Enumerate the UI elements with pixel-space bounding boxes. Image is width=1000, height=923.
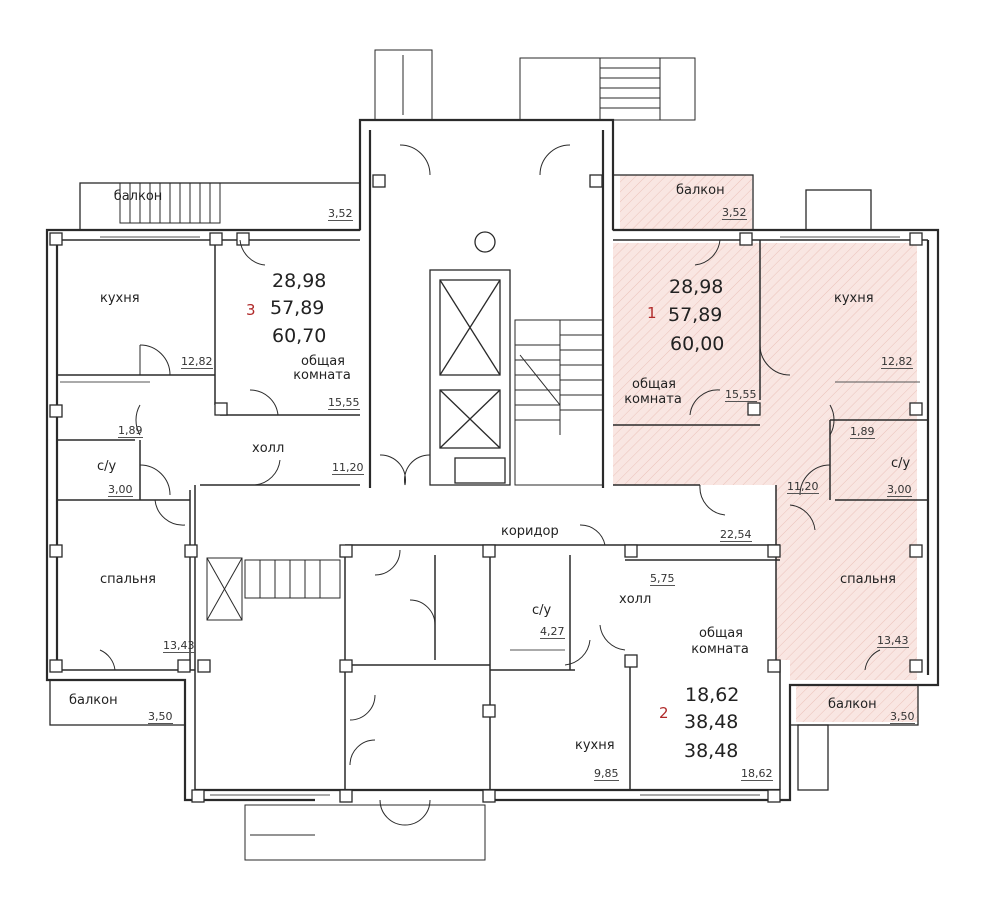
a2-kitchen-label: кухня — [575, 738, 615, 753]
a3-total-area: 57,89 — [270, 297, 325, 319]
a3-hall-area: 11,20 — [332, 461, 364, 475]
a3-living-label-1: общая — [300, 354, 346, 369]
columns — [49, 174, 923, 803]
a1-living-area: 28,98 — [669, 276, 724, 298]
a1-apartment-number: 1 — [647, 304, 657, 322]
a3-balcony-bottom-label: балкон — [69, 693, 118, 708]
a3-bedroom-area: 13,43 — [163, 639, 195, 653]
a3-apartment-number: 3 — [246, 301, 256, 319]
a3-balcony-top-label: балкон — [113, 189, 163, 204]
a3-area-with-balcony: 60,70 — [272, 325, 327, 347]
a1-living-label-1: общая — [631, 377, 677, 392]
a1-bedroom-area: 13,43 — [877, 634, 909, 648]
a3-balcony-bottom-area: 3,50 — [148, 710, 173, 724]
stairs — [119, 49, 696, 861]
a2-bathroom-area: 4,27 — [540, 625, 565, 639]
a3-kitchen-label: кухня — [100, 291, 140, 306]
a3-balcony-top-area: 3,52 — [328, 207, 353, 221]
apartment-1-highlight — [613, 175, 918, 722]
a1-bathroom-area: 3,00 — [887, 483, 912, 497]
a1-hall-area: 11,20 — [787, 480, 819, 494]
a2-living-label-2: комната — [691, 642, 749, 657]
a1-balcony-top-area: 3,52 — [722, 206, 747, 220]
a1-living-label-2: комната — [624, 392, 682, 407]
a1-balcony-bottom-area: 3,50 — [890, 710, 915, 724]
a2-total-area: 38,48 — [684, 711, 739, 733]
a2-kitchen-area: 9,85 — [594, 767, 619, 781]
doors — [99, 144, 881, 826]
elevators — [429, 231, 511, 486]
a3-living-label-2: комната — [293, 368, 351, 383]
a2-hall-label: холл — [619, 592, 652, 607]
a3-bathroom-label: с/у — [97, 459, 117, 474]
corridor-area: 22,54 — [720, 528, 752, 542]
a1-bedroom-label: спальня — [840, 572, 896, 587]
a3-living-area-value: 15,55 — [328, 396, 360, 410]
a2-living-area: 18,62 — [685, 684, 740, 706]
a1-toilet-area: 1,89 — [850, 425, 875, 439]
a3-toilet-area: 1,89 — [118, 424, 143, 438]
a2-living-label-1: общая — [698, 626, 744, 641]
a3-living-area: 28,98 — [272, 270, 327, 292]
a3-bathroom-area: 3,00 — [108, 483, 133, 497]
a2-area-with-balcony: 38,48 — [684, 740, 739, 762]
a3-kitchen-area: 12,82 — [181, 355, 213, 369]
corridor-label: коридор — [501, 524, 559, 539]
a2-living-area-value: 18,62 — [741, 767, 773, 781]
a1-kitchen-area: 12,82 — [881, 355, 913, 369]
a2-hall-area: 5,75 — [650, 572, 675, 586]
a2-bathroom-label: с/у — [532, 603, 552, 618]
a1-total-area: 57,89 — [668, 304, 723, 326]
a1-bathroom-label: с/у — [891, 456, 911, 471]
a3-hall-label: холл — [252, 441, 285, 456]
interior-walls — [57, 239, 928, 790]
a1-balcony-bottom-label: балкон — [828, 697, 877, 712]
a1-balcony-top-label: балкон — [676, 183, 725, 198]
a1-kitchen-label: кухня — [834, 291, 874, 306]
a2-apartment-number: 2 — [659, 704, 669, 722]
a1-living-area-value: 15,55 — [725, 388, 757, 402]
a1-area-with-balcony: 60,00 — [670, 333, 725, 355]
a3-bedroom-label: спальня — [100, 572, 156, 587]
windows — [60, 236, 920, 796]
